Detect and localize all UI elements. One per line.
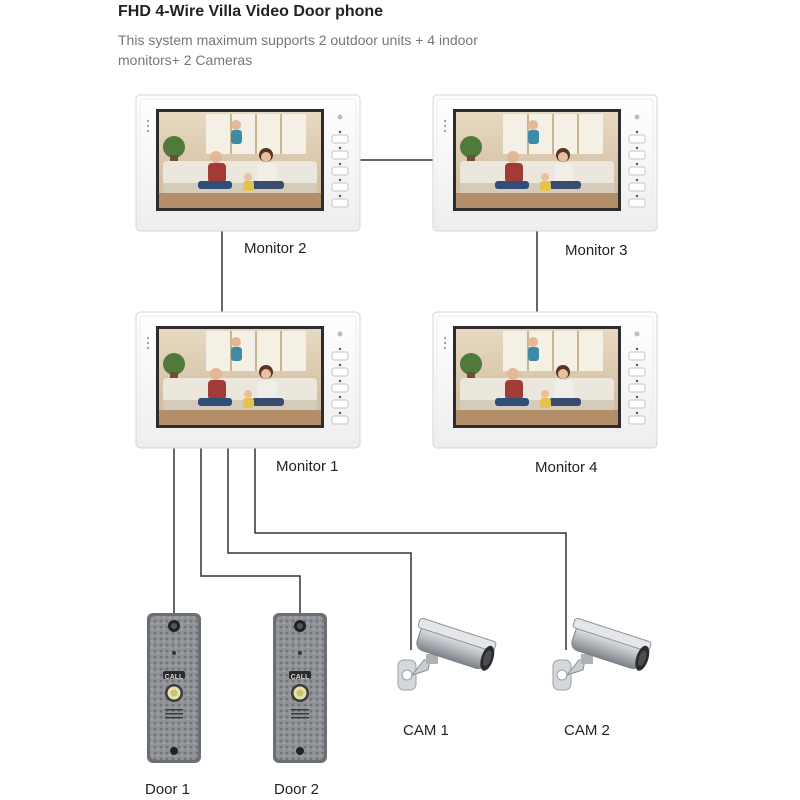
wire-group [173,159,567,650]
door-2-panel [273,613,327,763]
page-title: FHD 4-Wire Villa Video Door phone [118,3,384,20]
monitor-1-device [135,311,361,449]
monitor-3-device [432,94,658,232]
page-subtitle: This system maximum supports 2 outdoor u… [118,32,478,68]
door-2-call-text: CALL [291,674,310,681]
door-1-panel [147,613,201,763]
monitor-2-device [135,94,361,232]
door-1-label: Door 1 [145,781,191,798]
door-1-call-text: CALL [165,674,184,681]
cam-2-label: CAM 2 [564,722,610,739]
cam-1-device [397,617,500,691]
cam-2-device [552,617,655,691]
monitor-4-device [432,311,658,449]
monitor-1-label: Monitor 1 [276,458,339,475]
wire-monitor1-door2 [200,448,301,615]
monitor-2-label: Monitor 2 [244,240,307,257]
cam-1-label: CAM 1 [403,722,449,739]
monitor-4-label: Monitor 4 [535,459,598,476]
monitor-3-label: Monitor 3 [565,242,628,259]
door-2-label: Door 2 [274,781,320,798]
wire-monitor1-cam1 [227,448,412,650]
wire-monitor1-cam2 [254,448,567,650]
